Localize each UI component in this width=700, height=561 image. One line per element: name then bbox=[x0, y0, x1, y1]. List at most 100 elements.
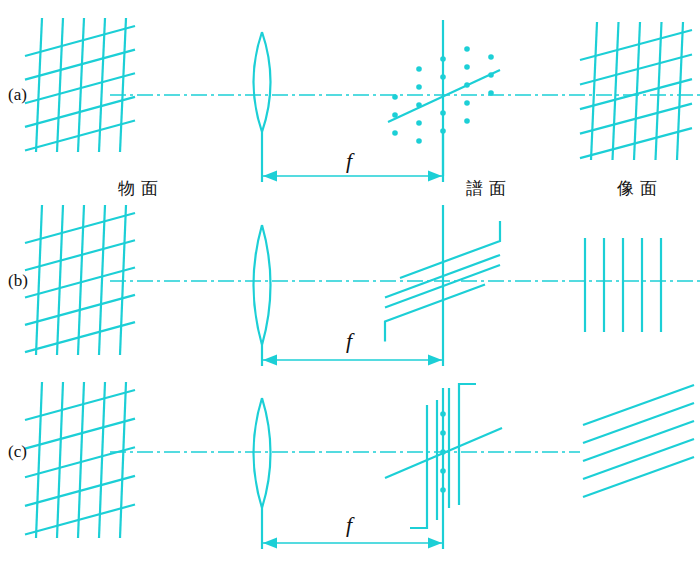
dimension-label: f bbox=[344, 150, 354, 172]
grid-line bbox=[25, 505, 135, 535]
spectrum-dot bbox=[416, 120, 422, 126]
grid-line bbox=[36, 382, 42, 538]
grid-line bbox=[25, 240, 135, 270]
spectrum-dot bbox=[440, 430, 446, 436]
grid-line bbox=[36, 18, 42, 152]
spectrum-dot bbox=[464, 118, 470, 124]
grid-line bbox=[25, 268, 135, 298]
slit-edge bbox=[436, 400, 438, 520]
grid-line bbox=[25, 322, 135, 352]
grid-line bbox=[57, 18, 63, 152]
grid-line bbox=[580, 79, 692, 109]
spectrum-dot bbox=[440, 56, 446, 62]
image-line bbox=[641, 238, 643, 332]
grid-line bbox=[25, 295, 135, 325]
grid-line bbox=[580, 55, 692, 85]
dimension-label: f bbox=[344, 514, 354, 536]
spectrum-dot bbox=[440, 128, 446, 134]
spectrum-dot bbox=[440, 449, 446, 455]
dimension-label: f bbox=[344, 330, 354, 352]
lens bbox=[254, 225, 271, 345]
spectrum-dot bbox=[488, 72, 494, 78]
filter-plate bbox=[400, 221, 500, 278]
spectrum-dot bbox=[440, 110, 446, 116]
dimension-line bbox=[263, 175, 442, 177]
grid-line bbox=[120, 18, 126, 152]
dimension-line bbox=[263, 542, 442, 544]
spectrum-dot bbox=[416, 66, 422, 72]
optical-axis bbox=[110, 451, 580, 453]
dimension-extension bbox=[442, 345, 444, 366]
panel-label: (a) bbox=[8, 86, 27, 103]
grid-line bbox=[634, 22, 640, 160]
grid-line bbox=[78, 18, 84, 152]
spectrum-dot bbox=[416, 138, 422, 144]
grid-line bbox=[580, 104, 692, 134]
spectrum-dot bbox=[440, 468, 446, 474]
grid-line bbox=[25, 419, 135, 449]
lens bbox=[254, 398, 271, 508]
plane-label: 像面 bbox=[617, 180, 663, 197]
grid-line bbox=[120, 382, 126, 538]
grid-line bbox=[25, 26, 135, 56]
dimension-extension bbox=[442, 508, 444, 549]
image-line bbox=[583, 385, 694, 425]
image-line bbox=[584, 238, 586, 332]
image-line bbox=[583, 439, 694, 479]
dimension-extension bbox=[261, 345, 263, 366]
spectrum-dot bbox=[464, 82, 470, 88]
panel-label: (b) bbox=[8, 272, 28, 289]
spectrum-dot bbox=[464, 100, 470, 106]
grid-line bbox=[57, 205, 63, 355]
image-line bbox=[660, 238, 662, 332]
grid-line bbox=[613, 22, 619, 160]
spectrum-dot bbox=[488, 90, 494, 96]
drawing bbox=[25, 18, 700, 549]
spectrum-dot bbox=[416, 84, 422, 90]
spectrum-plane bbox=[385, 428, 502, 478]
grid-line bbox=[580, 30, 692, 60]
optical-axis bbox=[110, 280, 700, 282]
grid-line bbox=[656, 22, 662, 160]
spectrum-dot bbox=[464, 64, 470, 70]
spectrum-dot bbox=[440, 74, 446, 80]
grid-line bbox=[25, 50, 135, 80]
spectrum-plane bbox=[388, 70, 500, 122]
image-line bbox=[583, 421, 694, 461]
grid-line bbox=[677, 22, 683, 160]
grid-line bbox=[57, 382, 63, 538]
filter-plate bbox=[459, 384, 476, 505]
image-line bbox=[583, 457, 694, 497]
plane-label: 譜面 bbox=[466, 180, 512, 197]
panel-label: (c) bbox=[8, 443, 27, 460]
spectrum-dot bbox=[440, 411, 446, 417]
grid-line bbox=[120, 205, 126, 355]
image-line bbox=[603, 238, 605, 332]
image-line bbox=[622, 238, 624, 332]
spectrum-dot bbox=[464, 46, 470, 52]
grid-line bbox=[25, 121, 135, 151]
spectrum-dot bbox=[392, 130, 398, 136]
grid-line bbox=[25, 213, 135, 243]
image-line bbox=[583, 403, 694, 443]
grid-line bbox=[25, 390, 135, 420]
slit-edge bbox=[448, 388, 450, 508]
spectrum-dot bbox=[392, 94, 398, 100]
plane-label: 物面 bbox=[118, 180, 164, 197]
grid-line bbox=[25, 476, 135, 506]
grid-line bbox=[580, 128, 692, 158]
spectrum-dot bbox=[488, 54, 494, 60]
grid-line bbox=[99, 18, 105, 152]
optical-axis bbox=[110, 94, 700, 96]
grid-line bbox=[25, 73, 135, 103]
filter-plate bbox=[410, 405, 427, 528]
grid-line bbox=[591, 22, 597, 160]
dimension-extension bbox=[261, 508, 263, 549]
dimension-extension bbox=[261, 132, 263, 182]
grid-line bbox=[25, 97, 135, 127]
grid-line bbox=[25, 447, 135, 477]
spectrum-dot bbox=[416, 102, 422, 108]
